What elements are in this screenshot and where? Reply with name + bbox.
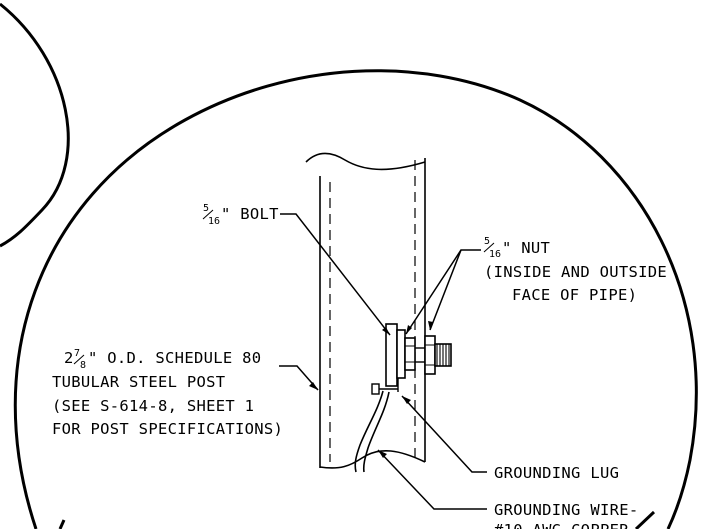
svg-text:" NUT: " NUT	[502, 239, 550, 257]
detail-circle-lower-left	[58, 519, 66, 529]
svg-text:16: 16	[489, 249, 501, 260]
label-grounding-wire: GROUNDING WIRE- #10 AWG COPPER	[494, 501, 638, 529]
svg-text:7: 7	[74, 348, 80, 359]
grounding-wire	[354, 390, 384, 473]
svg-text:#10 AWG COPPER: #10 AWG COPPER	[494, 521, 629, 529]
svg-text:TUBULAR STEEL POST: TUBULAR STEEL POST	[52, 373, 225, 391]
svg-text:(SEE S-614-8, SHEET 1: (SEE S-614-8, SHEET 1	[52, 397, 254, 415]
steel-post	[305, 152, 426, 469]
svg-text:5: 5	[484, 236, 490, 247]
label-post: 2 7 8 " O.D. SCHEDULE 80 TUBULAR STEEL P…	[52, 348, 283, 438]
svg-text:FOR POST SPECIFICATIONS): FOR POST SPECIFICATIONS)	[52, 420, 283, 438]
leader-lines	[279, 213, 487, 510]
svg-text:" BOLT: " BOLT	[221, 205, 279, 223]
adjacent-detail-circle	[0, 2, 70, 248]
label-grounding-lug: GROUNDING LUG	[494, 464, 619, 482]
grounding-wire-outline	[362, 391, 390, 473]
svg-text:16: 16	[208, 216, 220, 227]
label-bolt: 5 16 " BOLT	[202, 203, 279, 227]
svg-text:2: 2	[64, 349, 74, 367]
label-nut: 5 16 " NUT (INSIDE AND OUTSIDE FACE OF P…	[483, 236, 667, 304]
svg-text:FACE OF PIPE): FACE OF PIPE)	[512, 286, 637, 304]
svg-text:GROUNDING WIRE-: GROUNDING WIRE-	[494, 501, 638, 519]
detail-circle	[13, 69, 698, 529]
bolt-assembly	[371, 323, 452, 395]
svg-text:" O.D. SCHEDULE 80: " O.D. SCHEDULE 80	[88, 349, 261, 367]
svg-text:(INSIDE AND OUTSIDE: (INSIDE AND OUTSIDE	[484, 263, 667, 281]
svg-text:8: 8	[80, 360, 86, 371]
detail-circle-lower-right	[634, 510, 656, 529]
svg-text:5: 5	[203, 203, 209, 214]
